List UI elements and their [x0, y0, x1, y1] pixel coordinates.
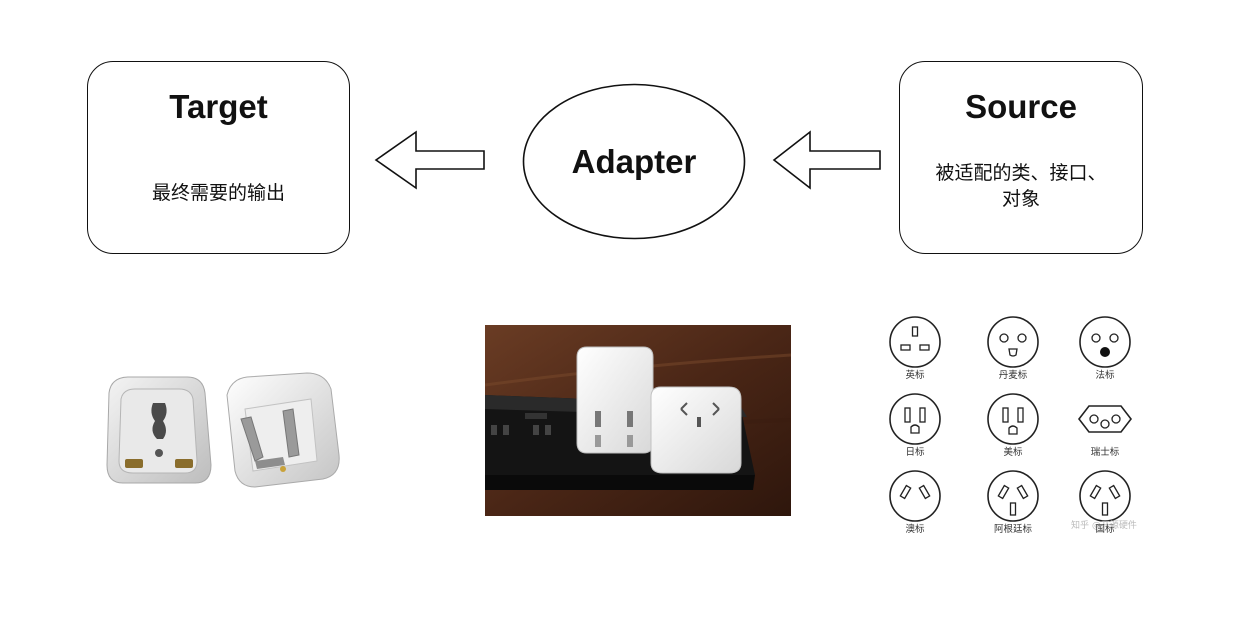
arrow-left-icon	[770, 128, 884, 192]
target-title: Target	[88, 88, 349, 126]
power-strip-image	[485, 325, 791, 516]
adapter-label: Adapter	[522, 143, 746, 181]
socket-label: 国标	[1095, 523, 1115, 535]
socket-label: 澳标	[905, 523, 925, 535]
socket-label: 法标	[1095, 369, 1115, 381]
socket-switzerland-icon	[1079, 406, 1131, 432]
socket-label: 丹麦标	[999, 369, 1028, 381]
arrow-left-icon	[372, 128, 488, 192]
socket-label: 美标	[1003, 446, 1023, 458]
socket-us-icon	[988, 394, 1038, 444]
socket-standards-image: 英标 丹麦标 法标 日标 美标 瑞士标 澳标	[875, 310, 1155, 545]
source-description: 被适配的类、接口、 对象	[912, 160, 1130, 212]
socket-label: 英标	[905, 369, 925, 381]
socket-label: 日标	[905, 446, 925, 458]
source-description-line1: 被适配的类、接口、	[912, 160, 1130, 186]
plug-adapter-image	[95, 365, 350, 515]
socket-label: 阿根廷标	[994, 523, 1033, 535]
source-box: Source 被适配的类、接口、 对象	[899, 61, 1143, 254]
socket-australia-icon	[890, 471, 940, 521]
socket-label: 瑞士标	[1091, 446, 1120, 458]
source-description-line2: 对象	[912, 186, 1130, 212]
source-title: Source	[900, 88, 1142, 126]
target-description: 最终需要的输出	[100, 180, 337, 206]
socket-japan-icon	[890, 394, 940, 444]
socket-uk-icon	[890, 317, 940, 367]
socket-argentina-icon	[988, 471, 1038, 521]
socket-china-icon	[1080, 471, 1130, 521]
socket-france-icon	[1080, 317, 1130, 367]
target-box: Target 最终需要的输出	[87, 61, 350, 254]
socket-denmark-icon	[988, 317, 1038, 367]
